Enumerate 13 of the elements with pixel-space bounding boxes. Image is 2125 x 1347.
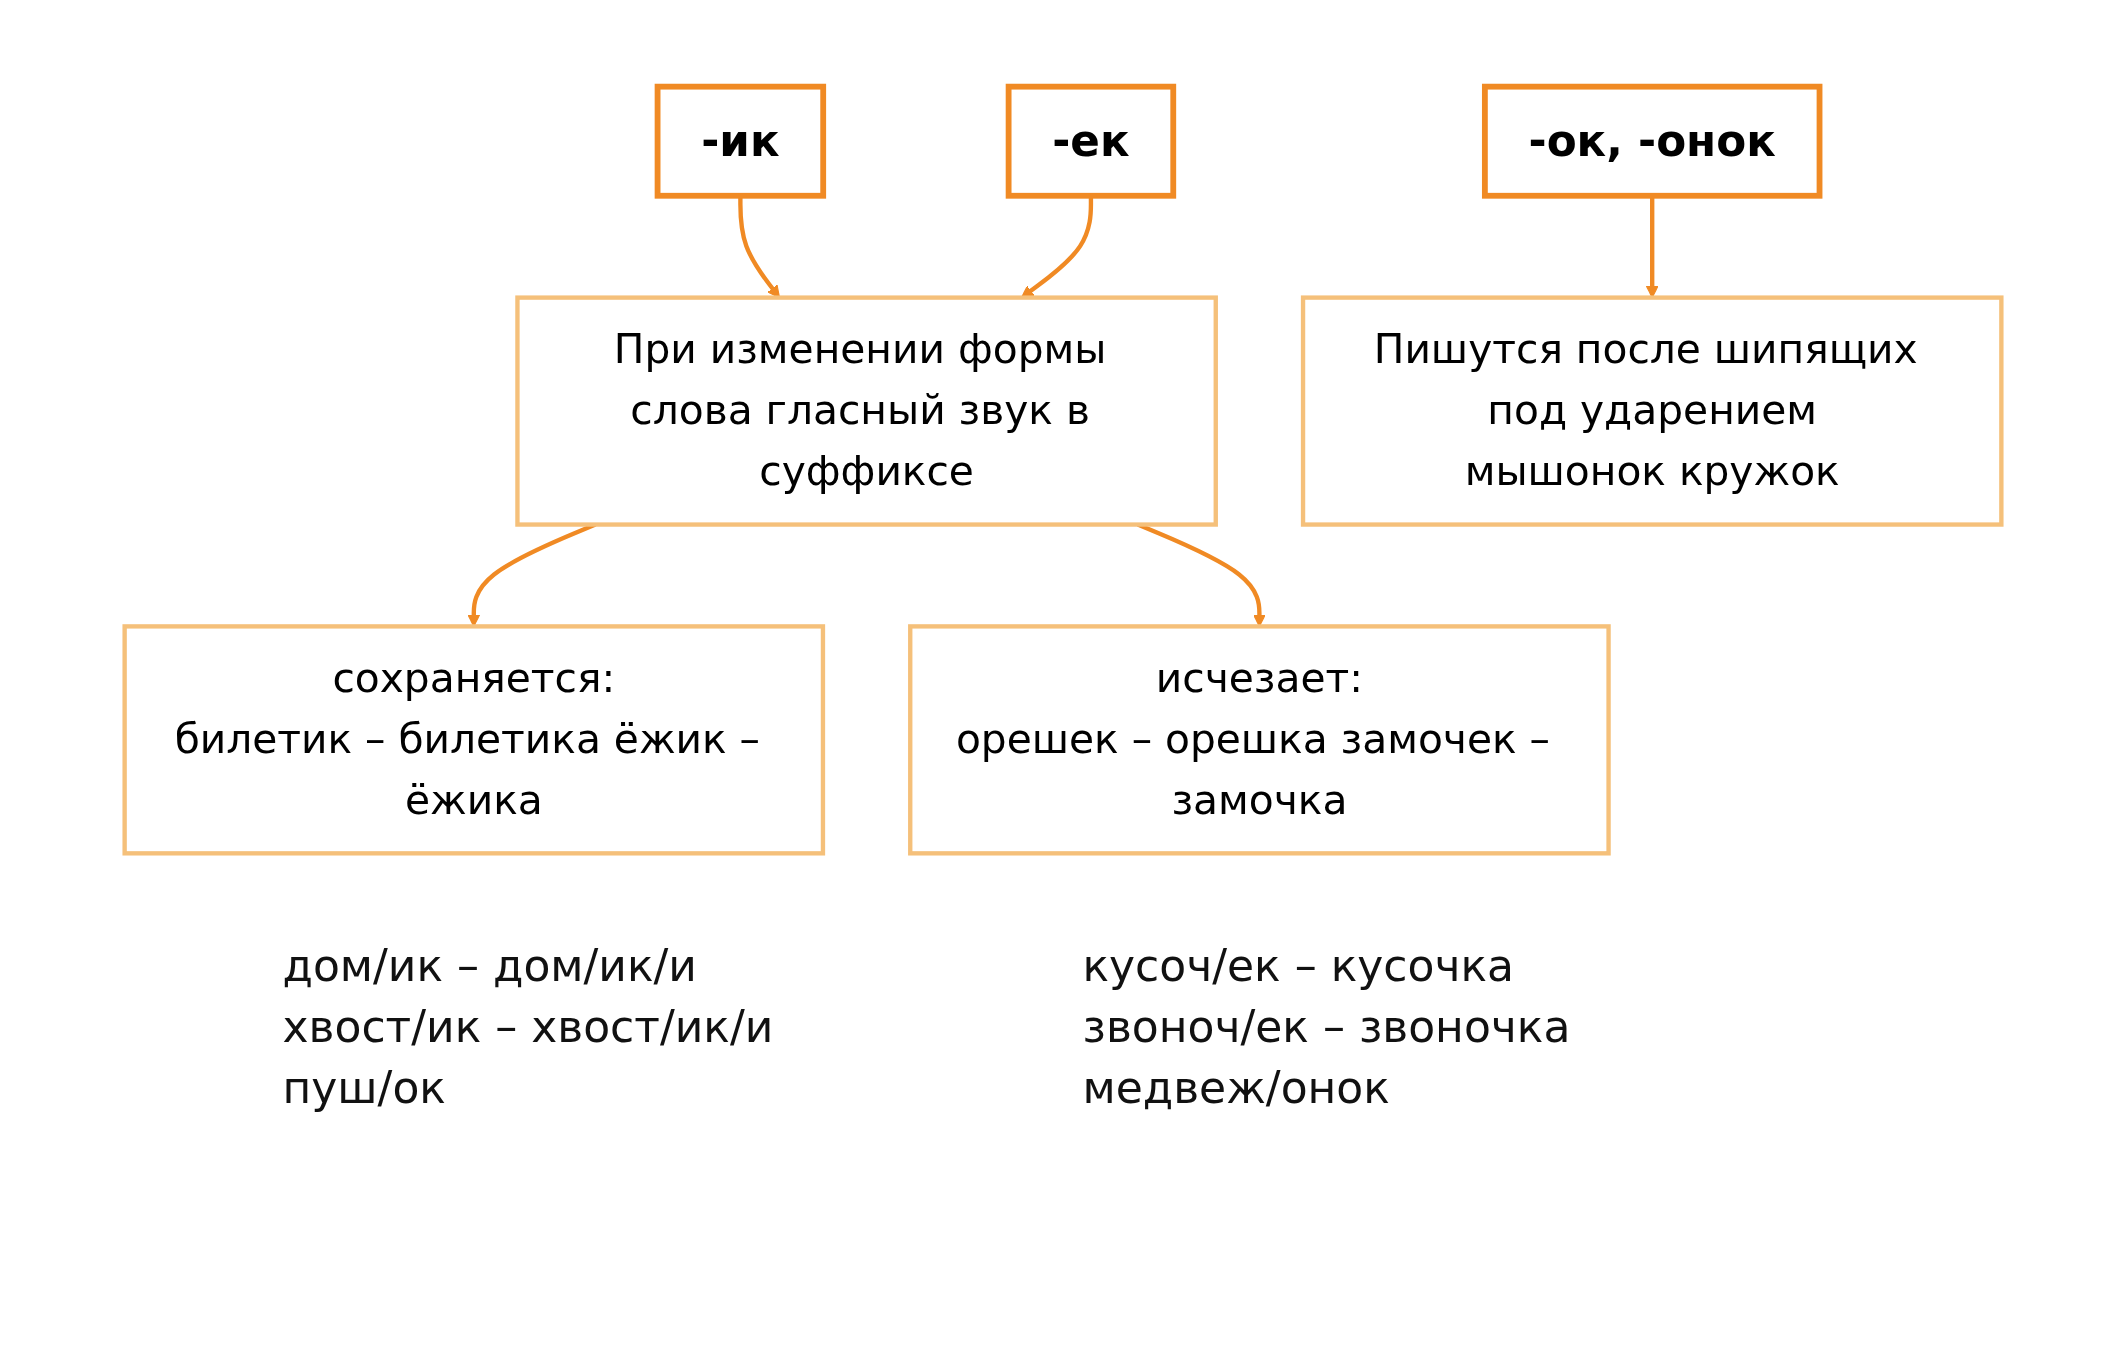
- node-box: сохраняется: билетик – билетика ёжик – ёжика: [121, 624, 825, 856]
- node-box: -ек: [1005, 83, 1176, 199]
- node-box: -ок, -онок: [1481, 83, 1822, 199]
- example-text: хвост/ик – хвост/ик/и: [282, 1001, 775, 1052]
- example-text: звоноч/ек – звоночка: [1082, 1001, 1572, 1052]
- example-text: пуш/ок: [282, 1062, 447, 1113]
- example-text: кусоч/ек – кусочка: [1082, 940, 1515, 991]
- example-text: дом/ик – дом/ик/и: [282, 940, 698, 991]
- example-text: медвеж/онок: [1082, 1062, 1391, 1113]
- node-box: При изменении формы слова гласный звук в суффиксе: [514, 295, 1218, 527]
- node-box: -ик: [654, 83, 826, 199]
- node-box: Пишутся после шипящих под ударением мышонок кружок: [1300, 295, 2004, 527]
- node-box: исчезает: орешек – орешка замочек – замочка: [907, 624, 1611, 856]
